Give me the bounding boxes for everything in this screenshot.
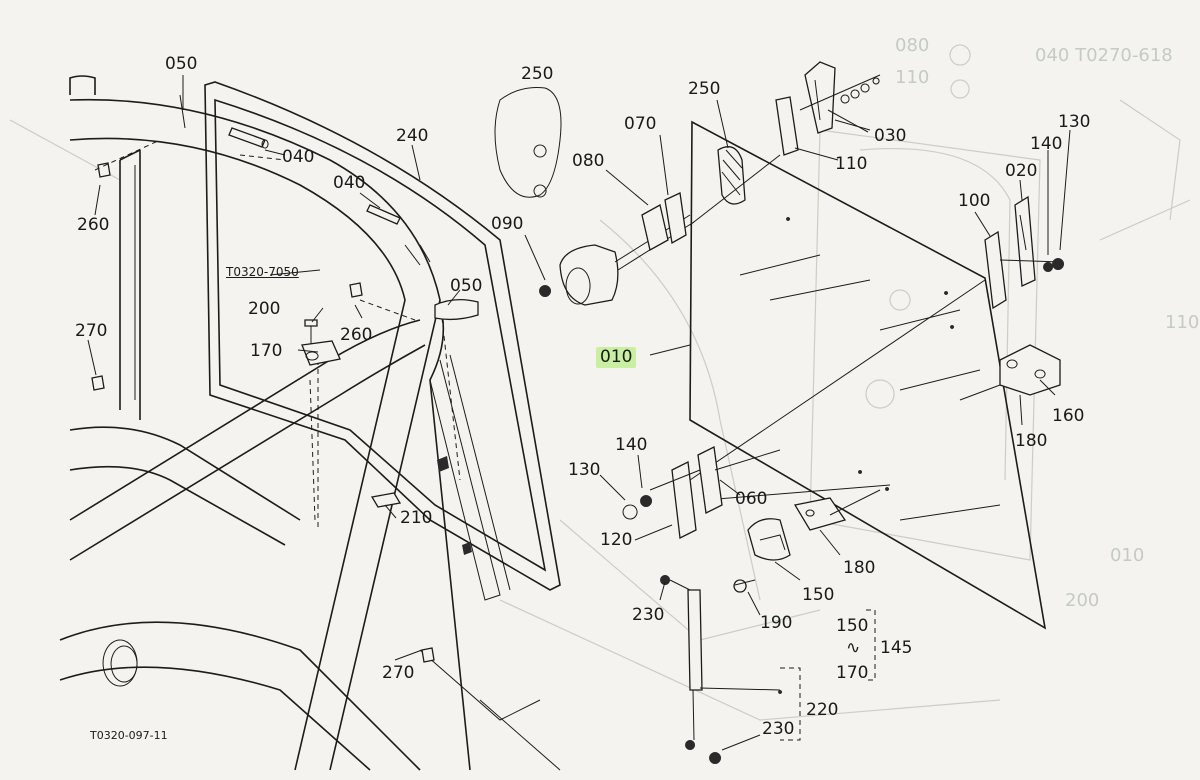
callout-170: 170 (836, 663, 869, 683)
callout-030: 030 (874, 126, 907, 146)
callout-230: 230 (632, 605, 665, 625)
ghost-text: 110 (1165, 312, 1200, 333)
callout-130: 130 (1058, 112, 1091, 132)
callout-090: 090 (491, 214, 524, 234)
callout-180: 180 (843, 558, 876, 578)
callout-050: 050 (450, 276, 483, 296)
callout-060: 060 (735, 489, 768, 509)
gasket-250-left (494, 87, 562, 198)
door-frame-240 (204, 81, 561, 601)
callout-130: 130 (568, 460, 601, 480)
callout-080: 080 (572, 151, 605, 171)
ghost-text: 040 T0270-618 (1035, 45, 1173, 66)
leader-lines (87, 75, 1071, 751)
callout-150: 150 (836, 616, 869, 636)
lower-hinge-assembly (622, 446, 881, 593)
callout-190: 190 (760, 613, 793, 633)
ghost-text: 010 (1110, 545, 1145, 566)
callout-240: 240 (396, 126, 429, 146)
cab-frame (59, 75, 561, 771)
callout-145: 145 (880, 638, 913, 658)
callout-050: 050 (165, 54, 198, 74)
door-glass-010 (689, 120, 1047, 630)
callout-250: 250 (521, 64, 554, 84)
callout-160: 160 (1052, 406, 1085, 426)
callout-230: 230 (762, 719, 795, 739)
callout-270: 270 (382, 663, 415, 683)
callout-040: 040 (282, 147, 315, 167)
callout-220: 220 (806, 700, 839, 720)
ghost-text: 080 (895, 35, 930, 56)
callout-210: 210 (400, 508, 433, 528)
callout-140: 140 (615, 435, 648, 455)
ghost-text: 200 (1065, 590, 1100, 611)
callout-020: 020 (1005, 161, 1038, 181)
callout-200: 200 (248, 299, 281, 319)
callout-170: 170 (250, 341, 283, 361)
callout-010-highlighted: 010 (596, 347, 637, 368)
callout-150: 150 (802, 585, 835, 605)
callout-250: 250 (688, 79, 721, 99)
ghost-text: 110 (895, 67, 930, 88)
bracket-tilde: ∿ (846, 638, 861, 658)
callout-260: 260 (340, 325, 373, 345)
callout-110: 110 (835, 154, 868, 174)
hinge-motor-assembly (539, 61, 881, 306)
frame-small-parts (91, 94, 479, 663)
callout-140: 140 (1030, 134, 1063, 154)
callout-070: 070 (624, 114, 657, 134)
callout-180: 180 (1015, 431, 1048, 451)
reference-code: T0320-7050 (226, 265, 299, 279)
gas-strut-220 (660, 575, 876, 764)
callout-270: 270 (75, 321, 108, 341)
latch-assembly-right (959, 195, 1065, 401)
figure-code: T0320-097-11 (90, 729, 168, 742)
callout-040: 040 (333, 173, 366, 193)
callout-100: 100 (958, 191, 991, 211)
callout-120: 120 (600, 530, 633, 550)
callout-260: 260 (77, 215, 110, 235)
